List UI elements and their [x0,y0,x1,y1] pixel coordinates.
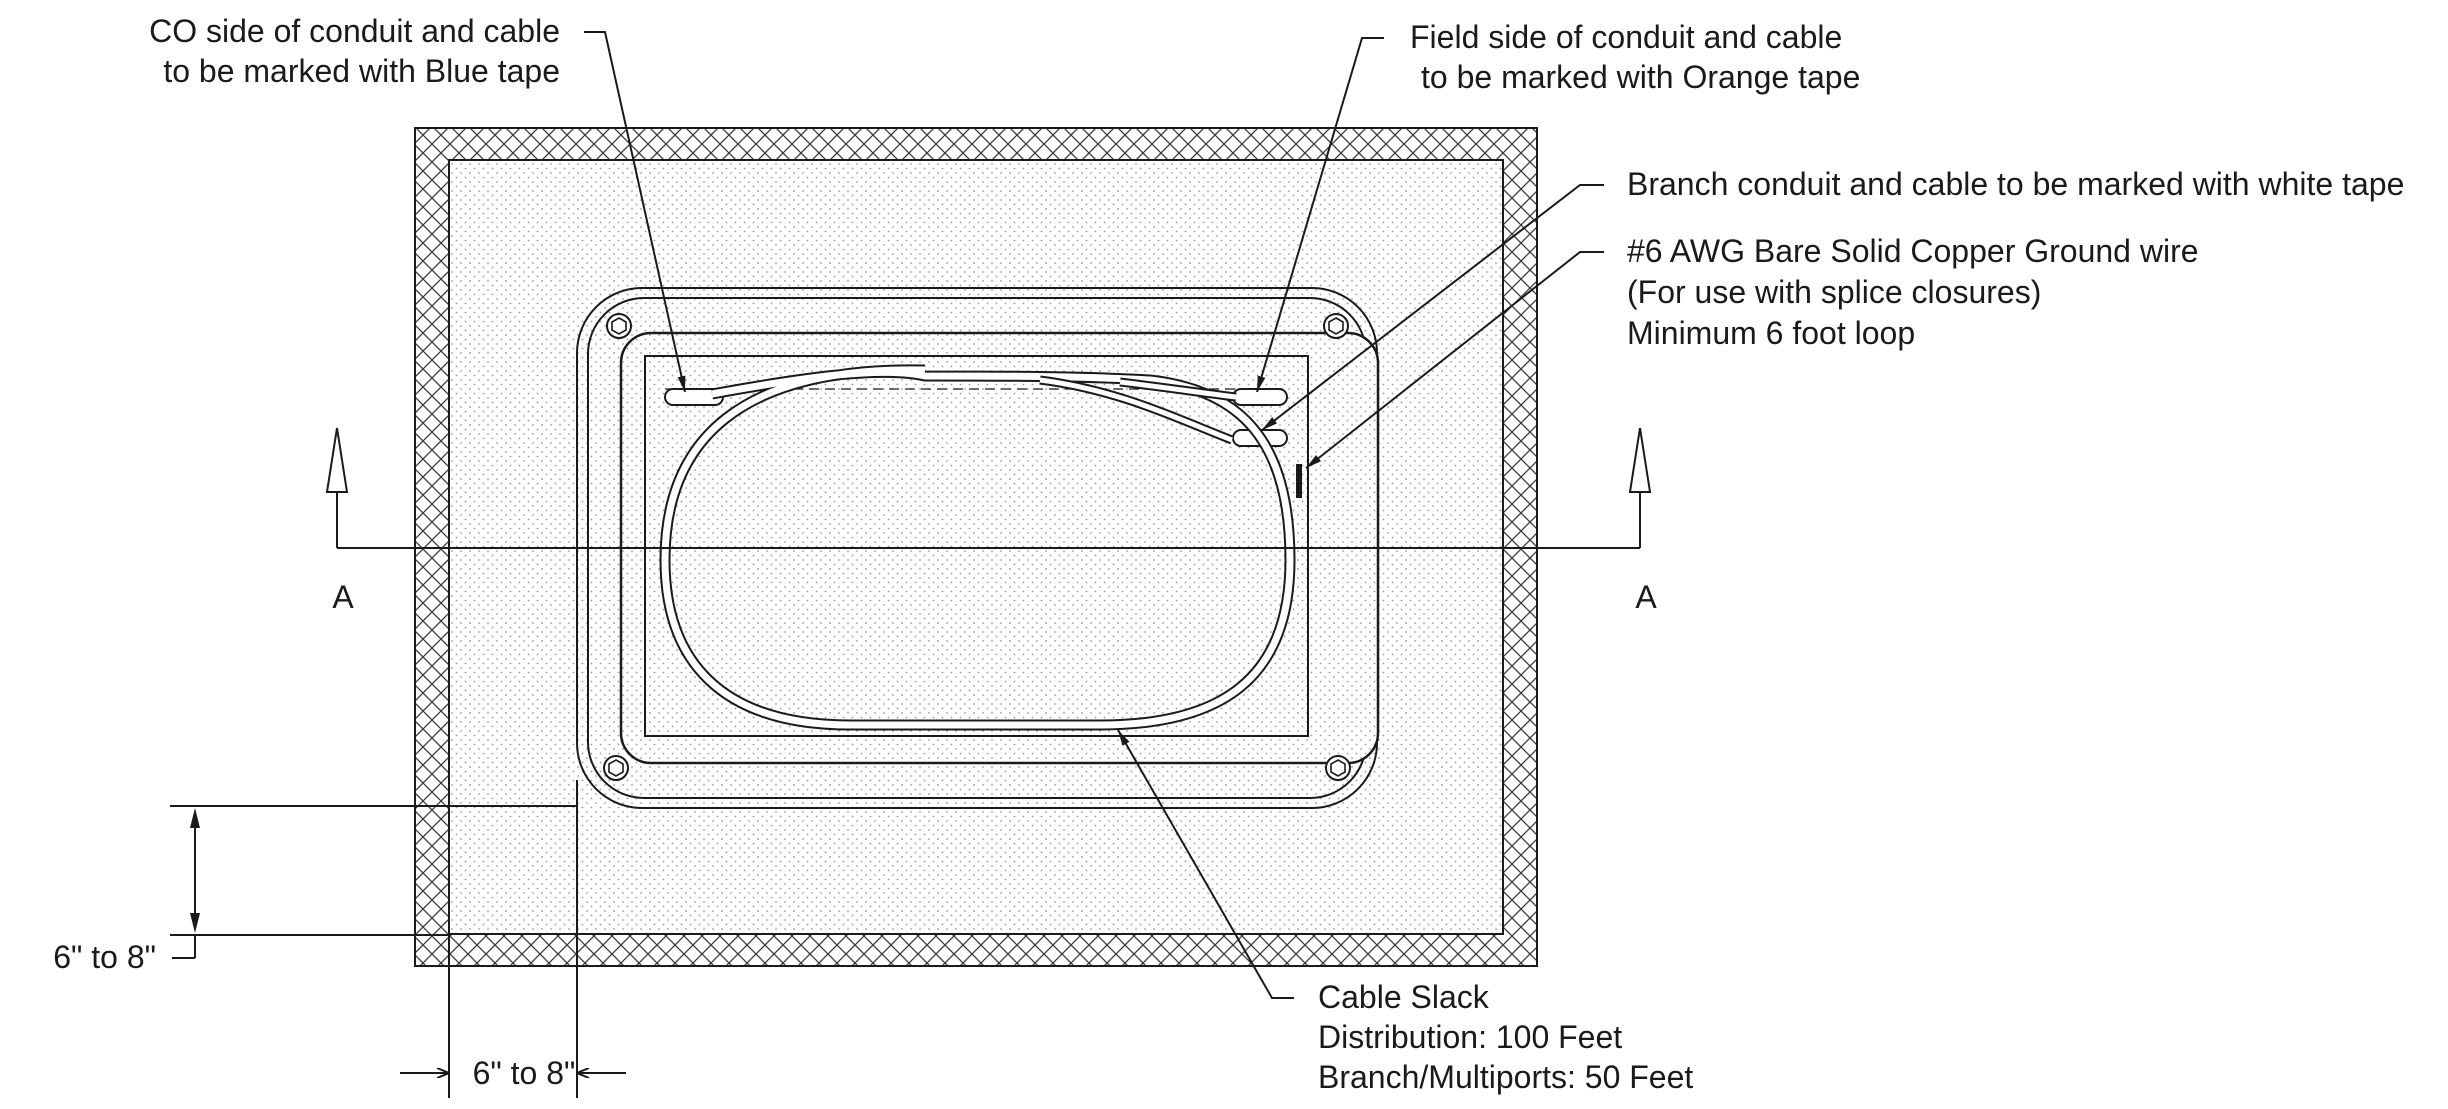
bolt-top-right [1323,313,1349,339]
leader-field-side [1256,37,1384,393]
ground-wire-note-line2: (For use with splice closures) [1627,274,2041,310]
bolt-bottom-left [603,755,629,781]
section-label-right: A [1635,579,1657,615]
bolt-bottom-right [1325,755,1351,781]
bolt-top-left [606,313,632,339]
leader-cable-slack [1117,729,1294,999]
co-side-note-line1: CO side of conduit and cable [149,13,560,49]
branch-note: Branch conduit and cable to be marked wi… [1627,166,2404,202]
field-conduit [1232,388,1288,406]
ground-wire-note-line3: Minimum 6 foot loop [1627,315,1915,351]
leader-lines [584,31,1604,999]
ground-wire-note-line1: #6 AWG Bare Solid Copper Ground wire [1627,233,2199,269]
section-line-a-a [325,427,1652,549]
leader-co-side [584,31,686,393]
section-label-left: A [332,579,354,615]
section-arrow-right [1628,427,1652,493]
cable-slack-loop [659,364,1296,731]
dimension-horizontal-label: 6" to 8" [473,1055,576,1091]
field-side-note-line2: to be marked with Orange tape [1421,59,1860,95]
dimension-vertical-label: 6" to 8" [53,939,156,975]
dimension-horizontal [400,780,626,1098]
cable-slack-note-line1: Cable Slack [1318,979,1490,1015]
field-side-note-line1: Field side of conduit and cable [1410,19,1842,55]
leader-ground-wire [1305,251,1604,469]
leader-branch [1261,184,1604,431]
co-side-note-line2: to be marked with Blue tape [163,53,560,89]
section-arrow-left [325,427,349,493]
cable-slack-note-line2: Distribution: 100 Feet [1318,1019,1622,1055]
cable-slack-note-line3: Branch/Multiports: 50 Feet [1318,1059,1693,1095]
corner-bolts [603,313,1351,781]
ground-wire [1296,464,1302,498]
dimension-vertical [170,805,578,959]
